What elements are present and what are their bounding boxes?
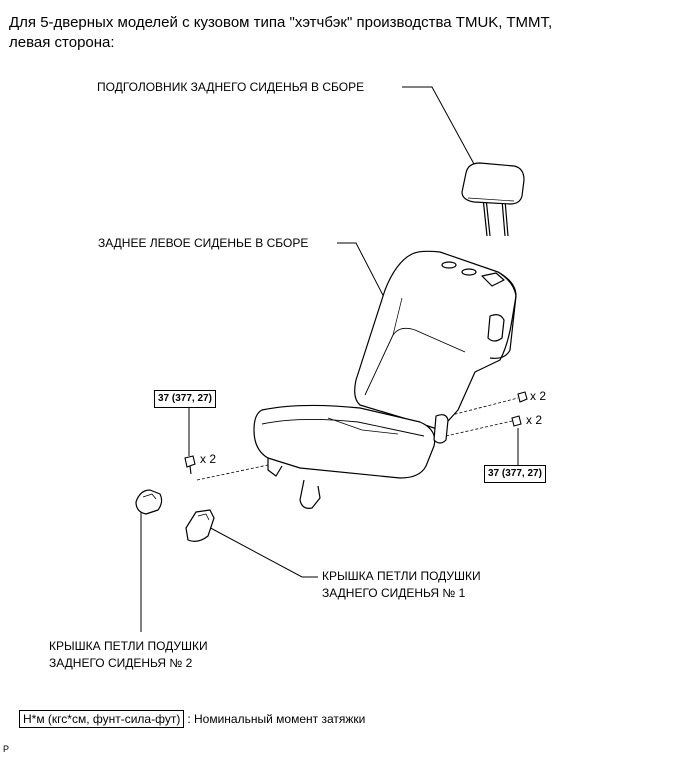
leader-cover-1 — [204, 524, 318, 578]
dash-right-nut — [439, 397, 519, 419]
page-header: Для 5-дверных моделей с кузовом типа "хэ… — [9, 13, 669, 53]
headrest-label: ПОДГОЛОВНИК ЗАДНЕГО СИДЕНЬЯ В СБОРЕ — [97, 80, 365, 94]
seat-label: ЗАДНЕЕ ЛЕВОЕ СИДЕНЬЕ В СБОРЕ — [98, 236, 309, 250]
hinge-cover-2-part — [135, 489, 163, 515]
header-line-2: левая сторона: — [9, 34, 115, 51]
quantity-right-bottom: x 2 — [526, 413, 543, 427]
torque-spec-left: 37 (377, 27) — [154, 390, 216, 408]
headrest-part — [461, 162, 525, 237]
legend-unit-box: Н*м (кгс*см, фунт-сила-фут) — [19, 710, 185, 728]
torque-legend: Н*м (кгс*см, фунт-сила-фут): Номинальный… — [19, 710, 366, 728]
leader-headrest — [402, 86, 475, 165]
corner-mark: P — [3, 744, 10, 754]
hinge-cover-1-part — [185, 509, 215, 542]
bolt-left — [184, 455, 196, 475]
seat-cushion-part — [253, 404, 449, 509]
cover-1-label-line-1: КРЫШКА ПЕТЛИ ПОДУШКИ — [322, 569, 481, 583]
seat-back-part — [354, 250, 517, 431]
leader-seat — [337, 242, 388, 304]
quantity-left: x 2 — [200, 452, 217, 466]
nut-right — [517, 391, 528, 403]
quantity-right-top: x 2 — [530, 389, 547, 403]
cover-2-label-line-1: КРЫШКА ПЕТЛИ ПОДУШКИ — [49, 639, 208, 653]
legend-text: : Номинальный момент затяжки — [187, 712, 366, 726]
header-line-1: Для 5-дверных моделей с кузовом типа "хэ… — [9, 14, 553, 31]
cover-1-label-line-2: ЗАДНЕГО СИДЕНЬЯ № 1 — [322, 586, 466, 600]
cover-2-label-line-2: ЗАДНЕГО СИДЕНЬЯ № 2 — [49, 656, 193, 670]
torque-spec-right: 37 (377, 27) — [484, 465, 546, 483]
dash-right-bolt — [445, 420, 513, 437]
bolt-right — [511, 415, 522, 427]
dash-left-bolt — [196, 464, 269, 481]
